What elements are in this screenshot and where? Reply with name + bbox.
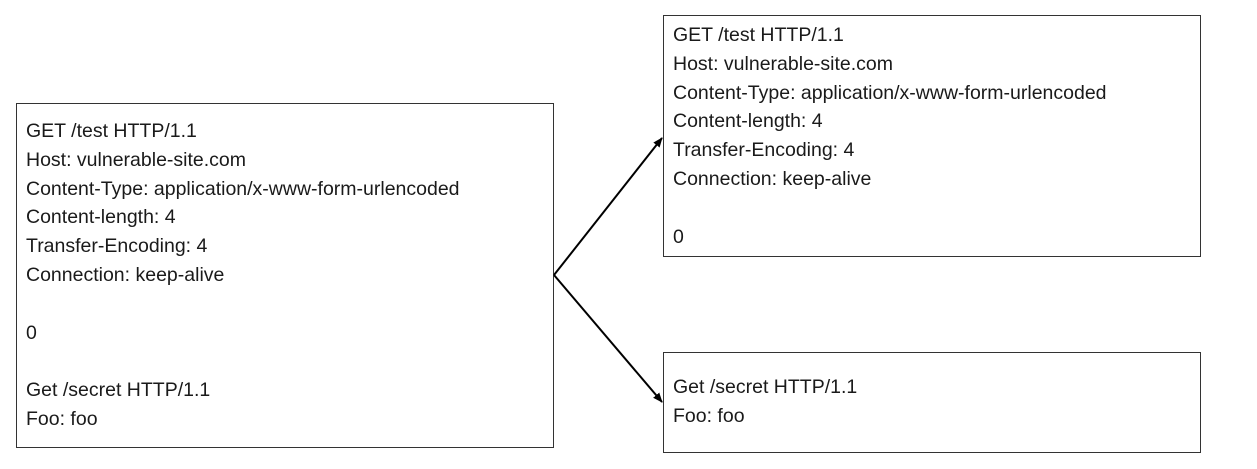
smuggled-request-box: Get /secret HTTP/1.1 Foo: foo [663,352,1201,453]
request-line: GET /test HTTP/1.1 [26,120,197,142]
smuggled-request-line: Get /secret HTTP/1.1 [673,376,858,398]
transfer-encoding-header: Transfer-Encoding: 4 [26,235,208,257]
host-header: Host: vulnerable-site.com [673,53,894,75]
body-zero: 0 [673,226,684,248]
arrow-to-smuggled-request [553,274,663,403]
request-line: GET /test HTTP/1.1 [673,24,844,46]
smuggled-request-line: Get /secret HTTP/1.1 [26,379,211,401]
first-request-box: GET /test HTTP/1.1 Host: vulnerable-site… [663,15,1201,257]
foo-header: Foo: foo [673,405,745,427]
connection-header: Connection: keep-alive [673,168,872,190]
body-zero: 0 [26,322,37,344]
connection-header: Connection: keep-alive [26,264,225,286]
original-request-box: GET /test HTTP/1.1 Host: vulnerable-site… [16,103,554,448]
content-length-header: Content-length: 4 [26,206,176,228]
content-type-header: Content-Type: application/x-www-form-url… [26,178,460,200]
arrow-to-first-request [553,137,663,276]
foo-header: Foo: foo [26,408,98,430]
content-length-header: Content-length: 4 [673,110,823,132]
content-type-header: Content-Type: application/x-www-form-url… [673,82,1107,104]
host-header: Host: vulnerable-site.com [26,149,247,171]
transfer-encoding-header: Transfer-Encoding: 4 [673,139,855,161]
